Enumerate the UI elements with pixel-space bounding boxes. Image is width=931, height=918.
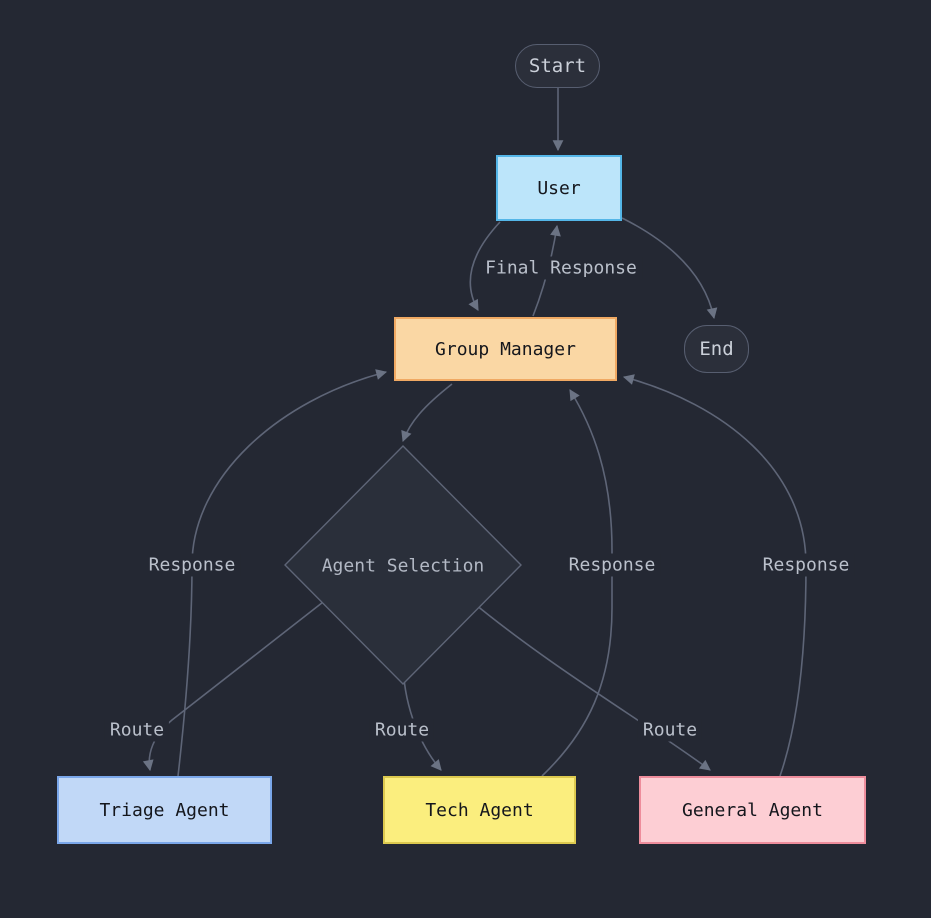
node-triage-agent-label: Triage Agent (99, 799, 230, 821)
node-end-label: End (699, 338, 734, 360)
edge-agent-selection-to-general (469, 599, 711, 771)
node-end: End (684, 325, 749, 373)
edge-label-response-general: Response (757, 553, 855, 577)
node-tech-agent: Tech Agent (383, 776, 576, 844)
edge-label-final-response: Final Response (480, 256, 642, 280)
node-group-manager-label: Group Manager (435, 338, 576, 360)
node-general-agent: General Agent (639, 776, 866, 844)
edge-user-to-group-manager (468, 221, 501, 311)
node-tech-agent-label: Tech Agent (425, 799, 534, 821)
edge-general-to-group-manager (622, 374, 807, 777)
edge-label-route-tech: Route (369, 718, 435, 742)
edge-label-response-tech: Response (563, 553, 661, 577)
node-group-manager: Group Manager (394, 317, 617, 381)
edge-tech-to-group-manager (541, 389, 613, 777)
edge-agent-selection-to-triage (142, 580, 351, 772)
node-triage-agent: Triage Agent (57, 776, 272, 844)
node-start: Start (515, 44, 600, 88)
edge-label-response-triage: Response (143, 553, 241, 577)
node-agent-selection-label: Agent Selection (321, 555, 485, 577)
node-user: User (496, 155, 622, 221)
node-start-label: Start (528, 55, 587, 77)
edge-label-route-triage: Route (104, 718, 170, 742)
edge-group-manager-to-agent-selection (401, 383, 453, 443)
edge-user-to-end (621, 217, 718, 320)
edge-label-route-general: Route (637, 718, 703, 742)
node-user-label: User (537, 177, 581, 199)
node-general-agent-label: General Agent (682, 799, 823, 821)
agent-selection-diamond (284, 445, 522, 685)
